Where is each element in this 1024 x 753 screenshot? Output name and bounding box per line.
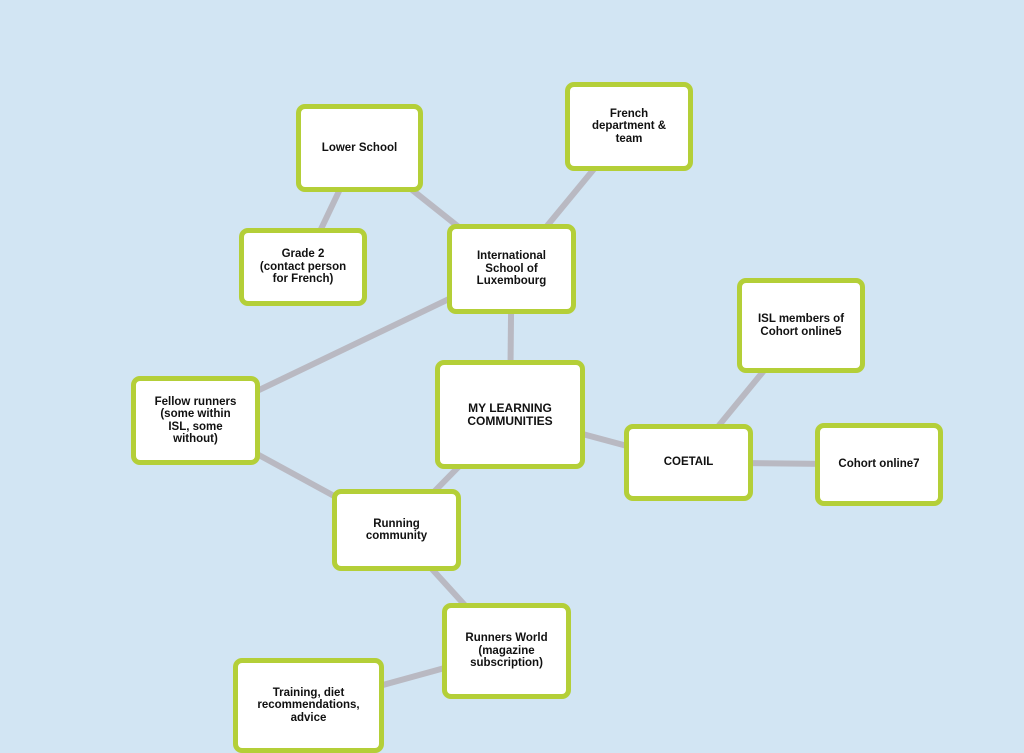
- node-grade-2[interactable]: Grade 2 (contact person for French): [239, 228, 367, 306]
- node-label: Cohort online7: [838, 458, 920, 471]
- node-training-advice[interactable]: Training, diet recommendations, advice: [233, 658, 384, 753]
- node-french-department[interactable]: French department & team: [565, 82, 693, 171]
- node-label: MY LEARNING COMMUNITIES: [467, 400, 553, 428]
- node-label: ISL members of Cohort online5: [757, 313, 845, 338]
- node-label: Fellow runners (some within ISL, some wi…: [154, 395, 237, 446]
- node-cohort-online7[interactable]: Cohort online7: [815, 423, 943, 506]
- node-isl-members-cohort[interactable]: ISL members of Cohort online5: [737, 278, 865, 373]
- node-running-community[interactable]: Running community: [332, 489, 461, 571]
- node-my-learning-communities[interactable]: MY LEARNING COMMUNITIES: [435, 360, 585, 469]
- node-international-school[interactable]: International School of Luxembourg: [447, 224, 576, 314]
- node-label: Runners World (magazine subscription): [465, 632, 548, 670]
- node-label: International School of Luxembourg: [476, 250, 547, 288]
- node-label: Running community: [365, 517, 428, 543]
- node-fellow-runners[interactable]: Fellow runners (some within ISL, some wi…: [131, 376, 260, 465]
- node-label: Grade 2 (contact person for French): [259, 248, 347, 286]
- node-label: COETAIL: [663, 456, 714, 469]
- node-label: Training, diet recommendations, advice: [257, 686, 360, 724]
- node-coetail[interactable]: COETAIL: [624, 424, 753, 501]
- node-lower-school[interactable]: Lower School: [296, 104, 423, 192]
- node-label: French department & team: [591, 107, 667, 145]
- node-label: Lower School: [321, 141, 398, 154]
- node-runners-world[interactable]: Runners World (magazine subscription): [442, 603, 571, 699]
